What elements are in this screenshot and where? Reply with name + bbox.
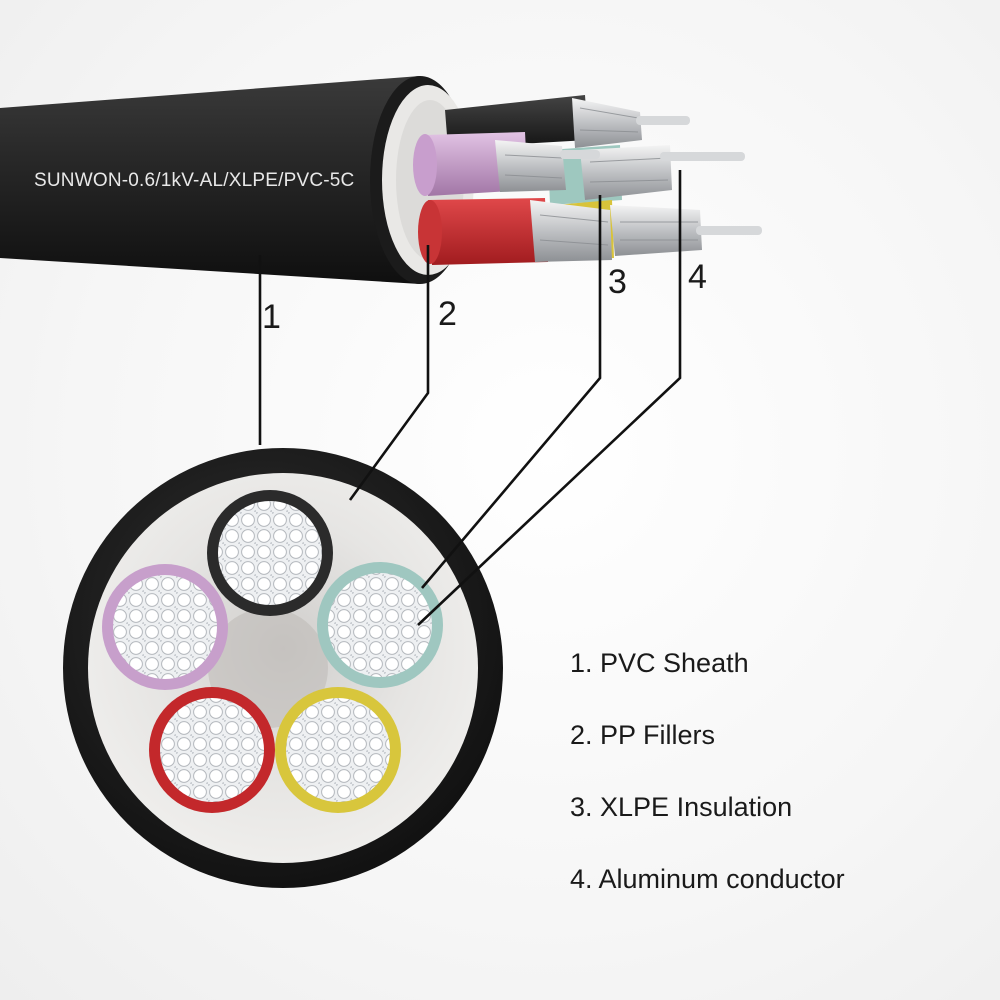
cable-print-text: SUNWON-0.6/1kV-AL/XLPE/PVC-5C xyxy=(34,170,354,191)
leader-line-4 xyxy=(417,170,682,626)
cable-core-red xyxy=(428,198,548,265)
legend-item-aluminum-conductor: 4. Aluminum conductor xyxy=(570,864,845,894)
legend: 1. PVC Sheath 2. PP Fillers 3. XLPE Insu… xyxy=(570,640,990,928)
callout-number-2: 2 xyxy=(438,295,457,333)
cable-sheath-body xyxy=(0,76,434,284)
callout-number-1: 1 xyxy=(262,298,281,336)
legend-item-pp-fillers: 2. PP Fillers xyxy=(570,720,716,750)
cross-section-core-yellow xyxy=(275,687,401,813)
legend-item-xlpe-insulation: 3. XLPE Insulation xyxy=(570,792,793,822)
cross-section-core-green-blue xyxy=(317,562,443,688)
cross-section-core-violet xyxy=(102,564,228,690)
cable-stranded-conductors xyxy=(495,98,762,262)
leader-line-3 xyxy=(421,195,602,589)
legend-item-pvc-sheath: 1. PVC Sheath xyxy=(570,648,749,678)
leader-lines xyxy=(258,170,682,626)
cross-section-core-red xyxy=(149,687,275,813)
callout-number-4: 4 xyxy=(688,258,707,296)
leader-line-2 xyxy=(348,245,430,501)
cross-section-core-black xyxy=(207,490,333,616)
cross-section xyxy=(63,448,503,888)
callout-number-3: 3 xyxy=(608,263,627,301)
cable-photo: SUNWON-0.6/1kV-AL/XLPE/PVC-5C xyxy=(0,76,762,284)
